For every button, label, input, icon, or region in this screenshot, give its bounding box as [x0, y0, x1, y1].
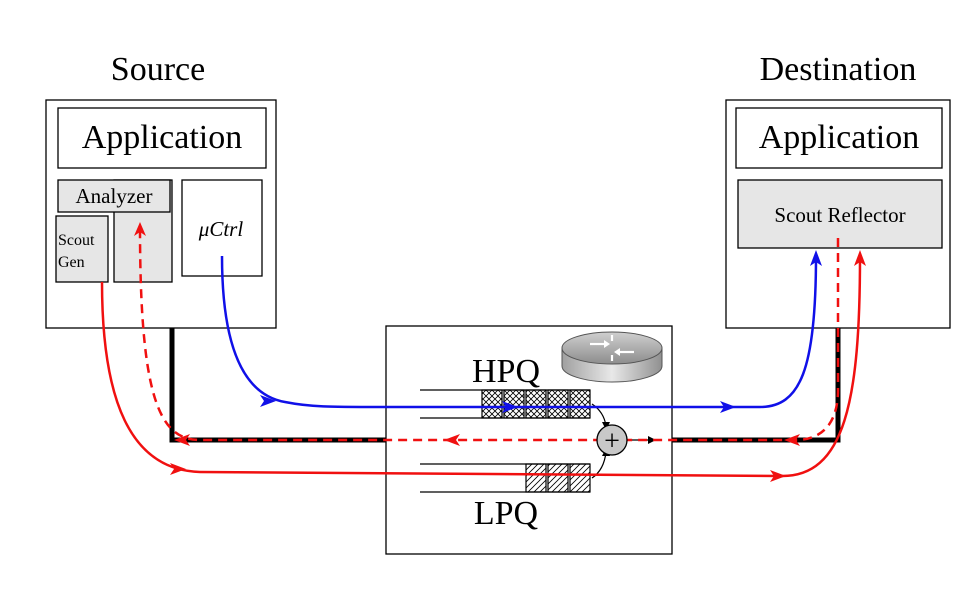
destination-application-box — [735, 107, 943, 169]
lpq-packet — [547, 463, 569, 493]
lpq-packet — [569, 463, 591, 493]
controller-name: Ctrl — [209, 217, 243, 241]
hpq-packet — [481, 389, 503, 419]
destination-title: Destination — [760, 51, 917, 88]
hpq-queue — [420, 389, 591, 419]
scout-gen-label-line1: Scout — [58, 232, 95, 249]
source-title: Source — [111, 51, 205, 88]
control-path — [220, 250, 822, 413]
destination-application-label: Application — [759, 119, 920, 156]
analyzer-label: Analyzer — [76, 184, 153, 208]
lpq-queue — [420, 463, 591, 493]
scout-reflector-box — [737, 179, 943, 249]
hpq-label: HPQ — [472, 353, 540, 390]
controller-mu: μ — [198, 217, 210, 241]
scout-path — [100, 250, 866, 482]
router-icon — [561, 331, 663, 383]
lpq-label: LPQ — [474, 495, 538, 532]
analyzer-header-box — [57, 179, 171, 213]
controller-label: μCtrl — [198, 217, 244, 241]
source-application-box — [57, 107, 267, 169]
scout-gen-label-line2: Gen — [58, 254, 85, 271]
scout-gen-box — [55, 215, 109, 283]
hpq-packet — [525, 389, 547, 419]
scout-reflector-label: Scout Reflector — [774, 203, 905, 227]
hpq-packet — [569, 389, 591, 419]
source-application-label: Application — [82, 119, 243, 156]
hpq-packet — [547, 389, 569, 419]
lpq-packet — [525, 463, 547, 493]
scheduler-symbol: + — [604, 426, 620, 457]
scheduler-node: + — [596, 424, 628, 457]
reflected-scout-path — [134, 222, 840, 446]
